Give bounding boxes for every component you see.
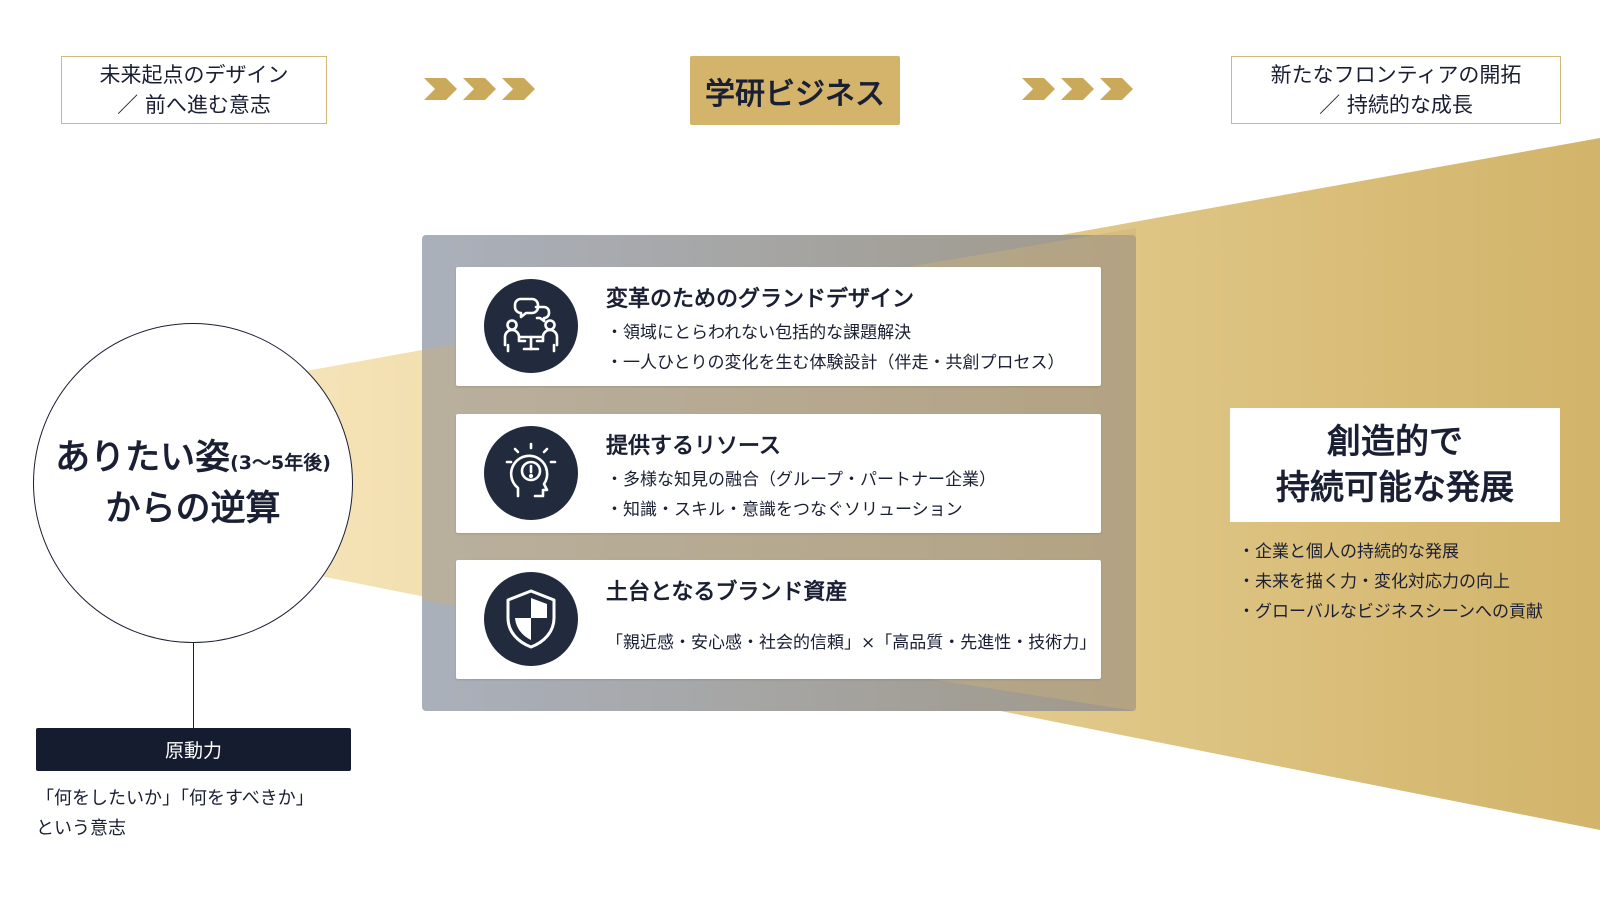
idea-head-icon <box>484 426 578 520</box>
chevron-right-icon <box>1100 78 1133 100</box>
chevron-right-icon <box>502 78 535 100</box>
chevron-right-icon <box>1022 78 1055 100</box>
result-bullet: ・グローバルなビジネスシーンへの貢献 <box>1238 602 1543 622</box>
gakken-business-box: 学研ビジネス <box>690 56 900 125</box>
vision-circle: ありたい姿(3〜5年後) からの逆算 <box>33 323 353 643</box>
future-design-line2: ／ 前へ進む意志 <box>117 93 271 117</box>
future-design-line1: 未来起点のデザイン <box>99 63 289 87</box>
vision-line2: からの逆算 <box>105 488 281 529</box>
vision-line1: ありたい姿(3〜5年後) <box>55 435 331 486</box>
driver-label: 原動力 <box>36 728 351 771</box>
chevrons-left <box>424 78 535 104</box>
result-box: 創造的で 持続可能な発展 <box>1230 408 1560 522</box>
new-frontier-line2: ／ 持続的な成長 <box>1319 93 1473 117</box>
driver-text: 「何をしたいか」「何をすべきか」 という意志 <box>36 784 376 844</box>
result-line2: 持続可能な発展 <box>1276 468 1514 508</box>
result-line1: 創造的で <box>1327 422 1463 462</box>
future-design-box: 未来起点のデザイン ／ 前へ進む意志 <box>61 56 327 124</box>
driver-text-line2: という意志 <box>36 818 126 839</box>
card-title: 提供するリソース <box>606 434 781 459</box>
new-frontier-line1: 新たなフロンティアの開拓 <box>1270 63 1522 87</box>
chevron-right-icon <box>463 78 496 100</box>
chevrons-right <box>1022 78 1133 104</box>
vision-years-text: (3〜5年後) <box>230 451 331 474</box>
result-bullet: ・未来を描く力・変化対応力の向上 <box>1238 572 1510 592</box>
card-resources: 提供するリソース ・多様な知見の融合（グループ・パートナー企業） ・知識・スキル… <box>456 414 1101 533</box>
card-bullet: 「親近感・安心感・社会的信頼」×「高品質・先進性・技術力」 <box>606 633 1097 653</box>
vision-main-text: ありたい姿 <box>55 437 231 478</box>
connector-line <box>193 643 195 729</box>
card-brand-assets: 土台となるブランド資産 「親近感・安心感・社会的信頼」×「高品質・先進性・技術力… <box>456 560 1101 679</box>
meeting-icon <box>484 279 578 373</box>
chevron-right-icon <box>1061 78 1094 100</box>
new-frontier-box: 新たなフロンティアの開拓 ／ 持続的な成長 <box>1231 56 1561 124</box>
driver-text-line1: 「何をしたいか」「何をすべきか」 <box>36 788 314 809</box>
card-title: 変革のためのグランドデザイン <box>606 287 915 312</box>
chevron-right-icon <box>424 78 457 100</box>
card-bullet: ・一人ひとりの変化を生む体験設計（伴走・共創プロセス） <box>606 353 1065 373</box>
card-bullet: ・知識・スキル・意識をつなぐソリューション <box>606 500 963 520</box>
result-bullet: ・企業と個人の持続的な発展 <box>1238 542 1459 562</box>
card-bullet: ・多様な知見の融合（グループ・パートナー企業） <box>606 470 996 490</box>
card-title: 土台となるブランド資産 <box>606 580 848 605</box>
card-bullet: ・領域にとらわれない包括的な課題解決 <box>606 323 912 343</box>
card-grand-design: 変革のためのグランドデザイン ・領域にとらわれない包括的な課題解決 ・一人ひとり… <box>456 267 1101 386</box>
shield-icon <box>484 572 578 666</box>
